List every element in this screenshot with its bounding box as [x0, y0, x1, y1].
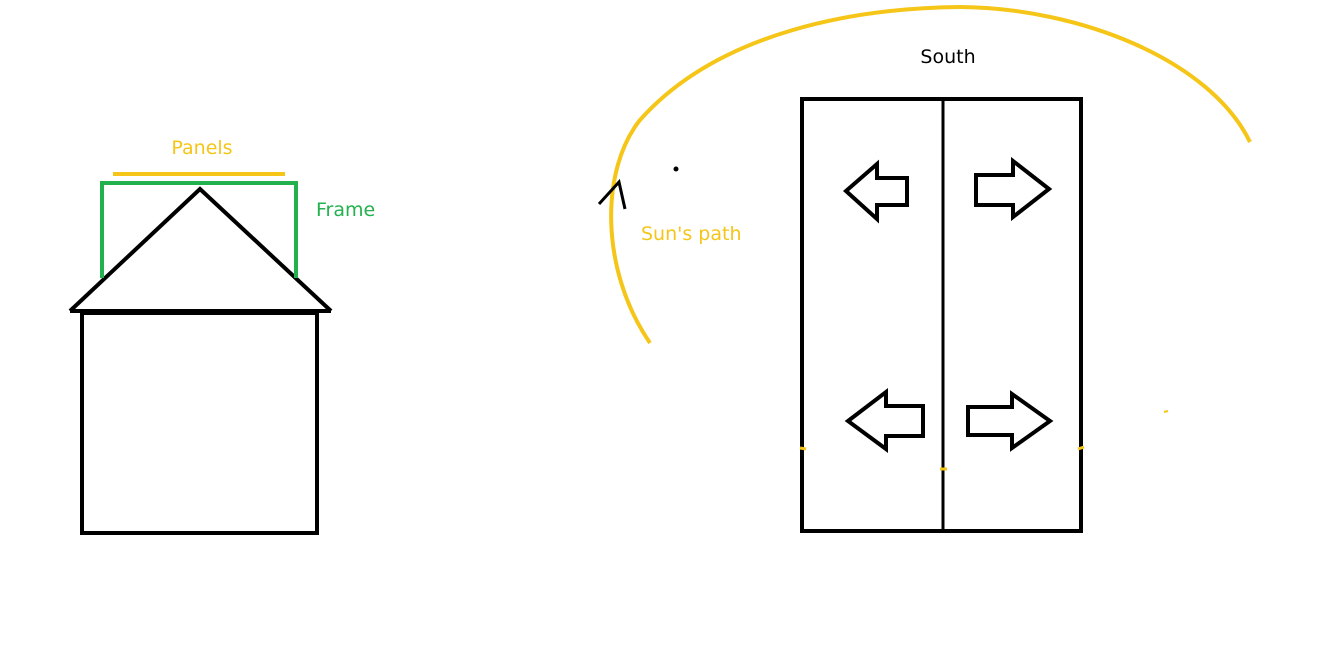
panels-label: Panels — [171, 137, 232, 159]
sun-path-diagram: Sun's path South — [597, 4, 1252, 533]
sun-path-arrowhead — [597, 178, 627, 210]
arrow-left-icon — [842, 159, 909, 224]
arrow-right-icon — [966, 390, 1054, 452]
path-tick — [799, 446, 807, 451]
arrow-right-icon — [974, 156, 1053, 222]
stray-dot — [673, 166, 679, 172]
house-wall — [80, 311, 319, 535]
path-tick — [1077, 445, 1085, 451]
south-label: South — [920, 46, 975, 68]
arrow-left-icon — [844, 387, 925, 453]
panel-frame — [100, 181, 298, 278]
roof — [68, 186, 333, 313]
frame-label: Frame — [316, 199, 375, 221]
path-tick — [1163, 410, 1169, 413]
sun-path-arc — [609, 4, 1252, 345]
suns-path-label: Sun's path — [641, 223, 742, 245]
house-diagram: Panels Frame — [68, 137, 375, 535]
